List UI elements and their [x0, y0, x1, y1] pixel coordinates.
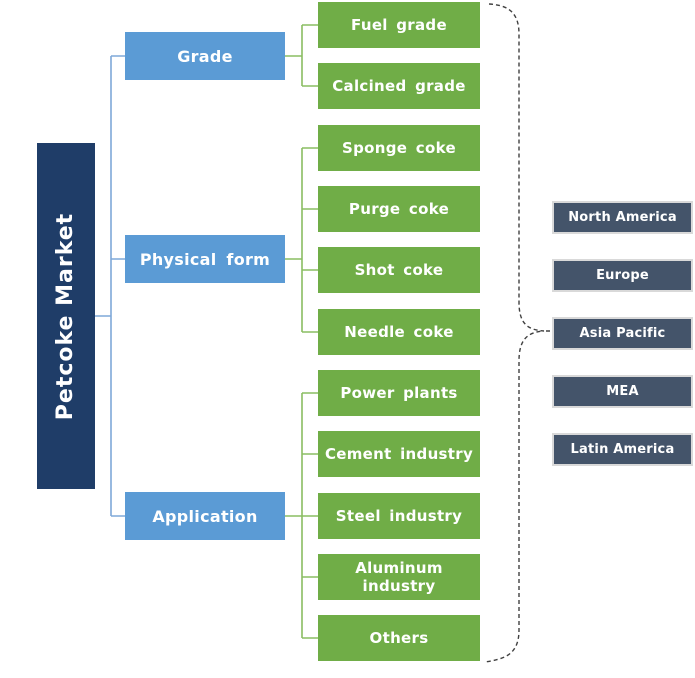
- segment-box-shot-coke: Shot coke: [318, 247, 480, 293]
- grade-group-connector: [285, 24, 318, 87]
- region-box-asia-pacific: Asia Pacific: [552, 317, 693, 350]
- region-box-mea: MEA: [552, 375, 693, 408]
- category-box-grade: Grade: [125, 32, 285, 80]
- segment-box-calcined-grade: Calcined grade: [318, 63, 480, 109]
- region-box-latin-america: Latin America: [552, 433, 693, 466]
- segment-box-sponge-coke: Sponge coke: [318, 125, 480, 171]
- segment-box-aluminum-industry: Aluminum industry: [318, 554, 480, 600]
- region-box-europe: Europe: [552, 259, 693, 292]
- application-group-connector: [285, 392, 318, 639]
- category-box-application: Application: [125, 492, 285, 540]
- segment-box-fuel-grade: Fuel grade: [318, 2, 480, 48]
- segment-box-needle-coke: Needle coke: [318, 309, 480, 355]
- segment-box-others: Others: [318, 615, 480, 661]
- category-box-physical-form: Physical form: [125, 235, 285, 283]
- regions-brace-dashed: [484, 3, 554, 663]
- trunk-connector-blue: [95, 55, 125, 517]
- segment-box-steel-industry: Steel industry: [318, 493, 480, 539]
- root-label: Petcoke Market: [53, 212, 79, 420]
- segment-box-purge-coke: Purge coke: [318, 186, 480, 232]
- physical-form-group-connector: [285, 147, 318, 333]
- segment-box-cement-industry: Cement industry: [318, 431, 480, 477]
- segment-box-power-plants: Power plants: [318, 370, 480, 416]
- region-box-north-america: North America: [552, 201, 693, 234]
- root-box-petcoke-market: Petcoke Market: [37, 143, 95, 489]
